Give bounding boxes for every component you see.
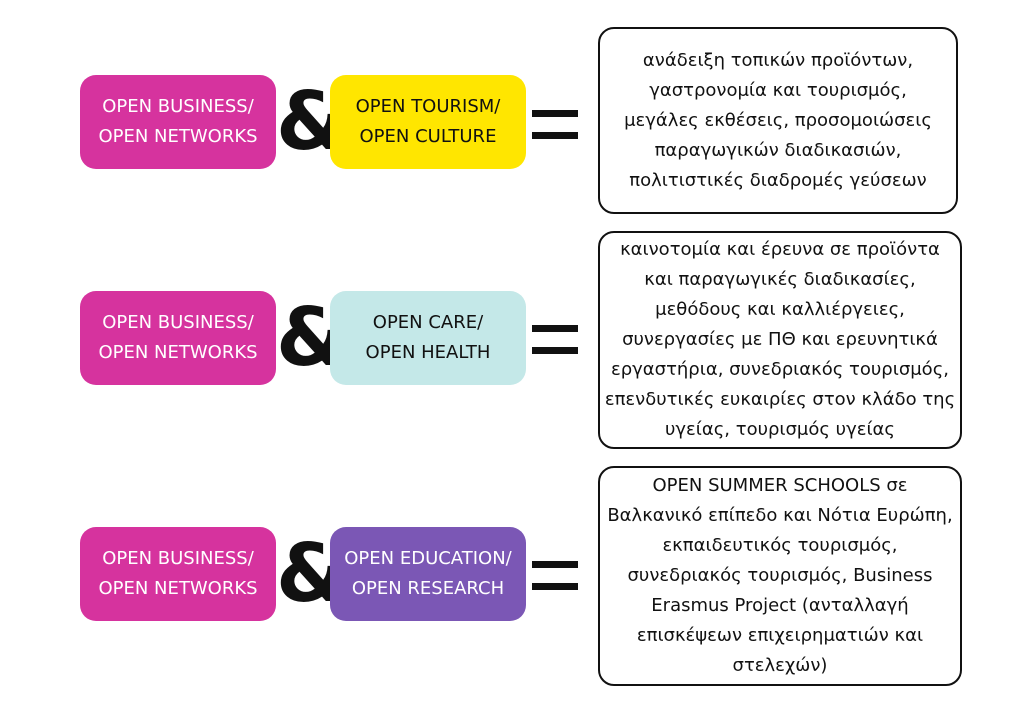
result-line: πολιτιστικές διαδρομές γεύσεων <box>629 169 927 191</box>
open-business-networks-box-1: OPEN BUSINESS/ OPEN NETWORKS <box>80 75 276 169</box>
result-line: μεγάλες εκθέσεις, προσομοιώσεις <box>624 109 932 131</box>
equals-bar <box>532 583 578 590</box>
result-line: παραγωγικών διαδικασιών, <box>654 139 902 161</box>
box-label-line: OPEN BUSINESS/ <box>102 312 254 333</box>
box-label-line: OPEN CULTURE <box>359 126 497 147</box>
result-line: Erasmus Project (ανταλλαγή <box>651 595 909 616</box>
equals-bar <box>532 347 578 354</box>
box-label-line: OPEN TOURISM/ <box>355 96 501 117</box>
equals-symbol-3 <box>532 561 578 591</box>
result-line: στελεχών) <box>732 655 828 676</box>
box-label-line: OPEN HEALTH <box>365 342 491 363</box>
equals-bar <box>532 325 578 332</box>
ampersand-symbol-2: & <box>276 291 346 384</box>
result-line: εκπαιδευτικός τουρισμός, <box>662 535 898 556</box>
equals-bar <box>532 561 578 568</box>
result-line: OPEN SUMMER SCHOOLS σε <box>652 475 908 496</box>
result-box-2: καινοτομία και έρευνα σε προϊόντα και πα… <box>598 231 962 449</box>
result-line: καινοτομία και έρευνα σε προϊόντα <box>620 239 940 260</box>
open-business-networks-box-3: OPEN BUSINESS/ OPEN NETWORKS <box>80 527 276 621</box>
box-label-line: OPEN NETWORKS <box>98 126 258 147</box>
box-label-line: OPEN NETWORKS <box>98 578 258 599</box>
equals-symbol-1 <box>532 110 578 140</box>
equals-symbol-2 <box>532 325 578 355</box>
box-label-line: OPEN BUSINESS/ <box>102 548 254 569</box>
result-box-3: OPEN SUMMER SCHOOLS σε Βαλκανικό επίπεδο… <box>598 466 962 686</box>
result-line: μεθόδους και καλλιέργειες, <box>655 299 905 320</box>
box-label-line: OPEN CARE/ <box>372 312 484 333</box>
result-line: επενδυτικές ευκαιρίες στον κλάδο της <box>604 389 956 410</box>
result-line: επισκέψεων επιχειρηματιών και <box>636 625 924 646</box>
result-line: και παραγωγικές διαδικασίες, <box>644 269 916 290</box>
result-line: εργαστήρια, συνεδριακός τουρισμός, <box>610 359 949 380</box>
box-label-line: OPEN RESEARCH <box>351 578 505 599</box>
equals-bar <box>532 110 578 117</box>
open-tourism-culture-box: OPEN TOURISM/ OPEN CULTURE <box>330 75 526 169</box>
result-line: ανάδειξη τοπικών προϊόντων, <box>642 49 914 71</box>
open-care-health-box: OPEN CARE/ OPEN HEALTH <box>330 291 526 385</box>
result-line: γαστρονομία και τουρισμός, <box>649 79 907 101</box>
box-label-line: OPEN NETWORKS <box>98 342 258 363</box>
ampersand-symbol-3: & <box>276 527 346 620</box>
result-line: υγείας, τουρισμός υγείας <box>664 419 895 440</box>
box-label-line: OPEN EDUCATION/ <box>344 548 512 569</box>
result-line: συνεδριακός τουρισμός, Business <box>627 565 933 586</box>
open-business-networks-box-2: OPEN BUSINESS/ OPEN NETWORKS <box>80 291 276 385</box>
result-line: συνεργασίες με ΠΘ και ερευνητικά <box>622 329 938 350</box>
ampersand-symbol-1: & <box>276 75 346 168</box>
result-line: Βαλκανικό επίπεδο και Νότια Ευρώπη, <box>607 505 953 526</box>
open-education-research-box: OPEN EDUCATION/ OPEN RESEARCH <box>330 527 526 621</box>
result-box-1: ανάδειξη τοπικών προϊόντων, γαστρονομία … <box>598 27 958 214</box>
equals-bar <box>532 132 578 139</box>
box-label-line: OPEN BUSINESS/ <box>102 96 254 117</box>
